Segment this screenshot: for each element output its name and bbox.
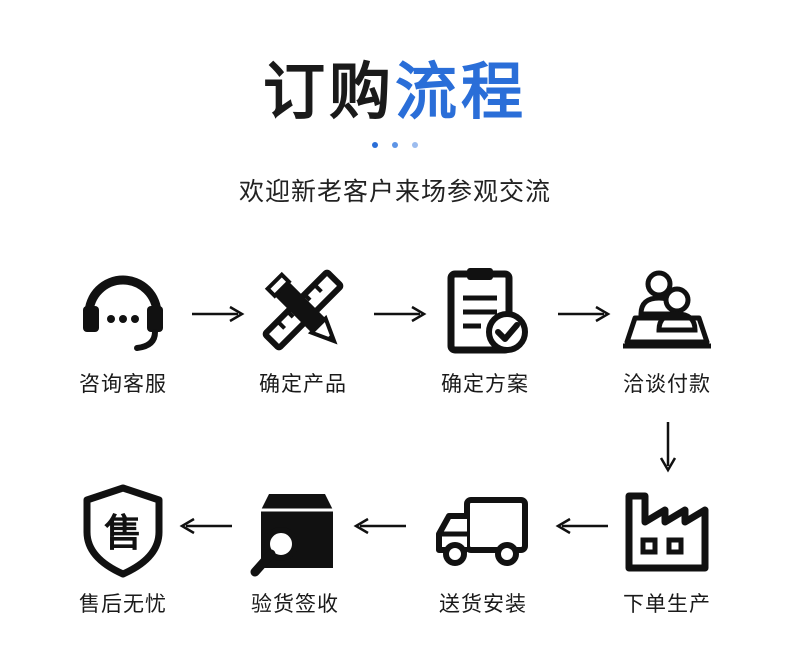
step-consult-service: 咨询客服 xyxy=(48,262,198,398)
headset-icon xyxy=(83,275,163,351)
step-label: 售后无忧 xyxy=(79,592,167,616)
step-confirm-product: 确定产品 xyxy=(228,262,378,398)
step-order-production: 下单生产 xyxy=(592,482,742,618)
box-magnifier-icon xyxy=(250,494,333,577)
step-label: 洽谈付款 xyxy=(623,372,711,396)
clipboard-check-icon xyxy=(447,268,528,354)
step-label: 验货签收 xyxy=(251,592,339,616)
step-label: 确定方案 xyxy=(441,372,529,396)
dot-2 xyxy=(392,142,398,148)
step-after-sales: 售 售后无忧 xyxy=(48,482,198,618)
subtitle: 欢迎新老客户来场参观交流 xyxy=(238,177,551,206)
shield-glyph: 售 xyxy=(104,511,142,555)
step-label: 确定产品 xyxy=(259,372,347,396)
meeting-people-icon xyxy=(623,270,711,349)
arrow-left-icon xyxy=(353,517,406,535)
delivery-truck-icon xyxy=(436,497,528,566)
page-title: 订购流程 xyxy=(0,52,790,132)
dot-3 xyxy=(412,142,418,148)
title-dots xyxy=(372,142,418,150)
step-label: 下单生产 xyxy=(623,592,711,616)
step-confirm-plan: 确定方案 xyxy=(410,262,560,398)
arrow-right-icon xyxy=(192,305,245,323)
arrow-down-icon xyxy=(659,422,677,473)
step-delivery-install: 送货安装 xyxy=(408,482,558,618)
arrow-left-icon xyxy=(555,517,608,535)
pencil-ruler-icon xyxy=(262,269,344,351)
shield-shou-icon: 售 xyxy=(83,484,163,578)
step-inspect-sign: 验货签收 xyxy=(220,482,370,618)
dot-1 xyxy=(372,142,378,148)
title-part-1: 订购 xyxy=(262,55,395,128)
step-label: 送货安装 xyxy=(439,592,527,616)
step-label: 咨询客服 xyxy=(79,372,167,396)
factory-icon xyxy=(625,492,709,572)
step-negotiate-payment: 洽谈付款 xyxy=(592,262,742,398)
arrow-right-icon xyxy=(374,305,427,323)
arrow-left-icon xyxy=(179,517,232,535)
title-part-2: 流程 xyxy=(395,55,528,128)
arrow-right-icon xyxy=(558,305,611,323)
